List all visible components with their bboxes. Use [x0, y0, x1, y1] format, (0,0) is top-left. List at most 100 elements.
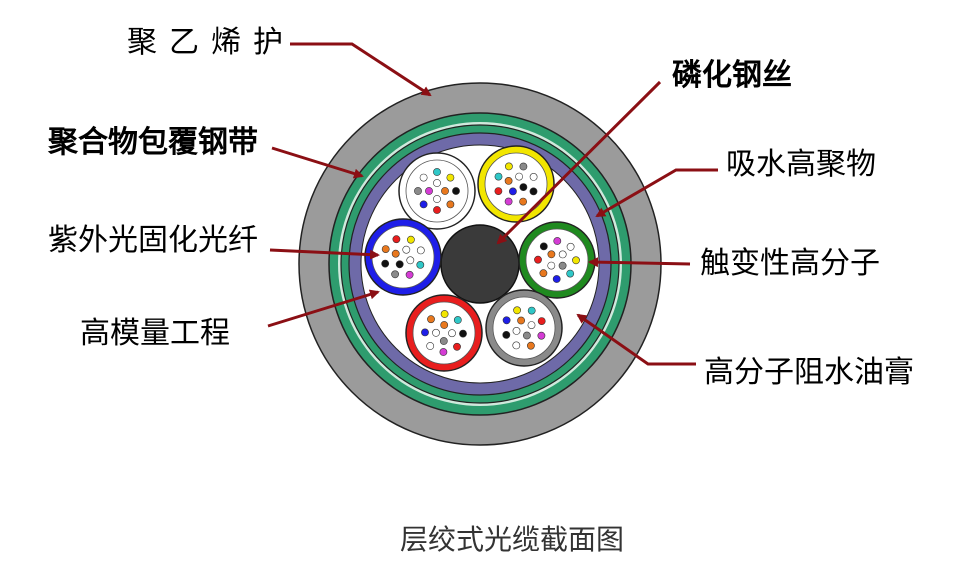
central-strength-member — [440, 224, 520, 304]
fiber-2 — [426, 342, 435, 350]
fiber-6 — [453, 316, 462, 324]
blue-tube-gel — [371, 225, 435, 289]
fiber-6 — [504, 162, 513, 171]
fiber-2 — [381, 259, 390, 268]
arrow-hm-tube — [267, 289, 380, 328]
fiber-8 — [529, 172, 538, 181]
fiber-4 — [534, 255, 542, 264]
fiber-9 — [523, 331, 531, 340]
fiber-12 — [433, 179, 441, 187]
fiber-1 — [566, 269, 575, 278]
fiber-6 — [553, 237, 562, 245]
fiber-12 — [515, 172, 523, 181]
fiber-8 — [572, 256, 580, 265]
gray-tube — [485, 289, 563, 367]
arrow-steel-tape — [271, 146, 364, 179]
fiber-10 — [391, 249, 400, 258]
arrow-phosphate-wire — [496, 80, 662, 245]
fiber-4 — [494, 187, 503, 195]
fiber-6 — [416, 246, 425, 255]
fiber-1 — [452, 187, 460, 195]
fiber-12 — [406, 256, 415, 265]
fiber-4 — [502, 316, 511, 325]
fiber-8 — [537, 331, 546, 340]
label-hm-tube: 高模量工程 — [80, 316, 230, 351]
arrow-pe-sheath — [290, 42, 432, 97]
fiber-6 — [419, 173, 428, 182]
fiber-10 — [512, 326, 521, 335]
fiber-11 — [547, 250, 556, 259]
arrow-uv-fiber — [269, 248, 380, 260]
fiber-12 — [558, 250, 567, 259]
fiber-8 — [453, 342, 461, 351]
label-steel-tape: 聚合物包覆钢带 — [48, 125, 258, 160]
fiber-2 — [519, 197, 527, 206]
red-tube — [405, 294, 483, 372]
label-pe-sheath: 聚乙烯护 — [127, 25, 295, 60]
fiber-7 — [459, 329, 467, 338]
fiber-4 — [392, 235, 401, 244]
yellow-tube — [477, 145, 555, 223]
white-tube — [398, 152, 476, 230]
fiber-12 — [527, 321, 536, 329]
fiber-9 — [395, 260, 404, 269]
fiber-10 — [433, 195, 441, 203]
fiber-5 — [494, 172, 503, 181]
yellow-tube-gel — [484, 152, 548, 216]
fiber-10 — [547, 261, 556, 270]
fiber-1 — [439, 348, 448, 356]
green-tube — [518, 221, 596, 299]
fiber-1 — [527, 341, 535, 350]
fiber-1 — [529, 187, 538, 196]
fiber-11 — [517, 316, 525, 325]
fiber-6 — [527, 306, 536, 315]
fiber-10 — [509, 187, 517, 196]
fiber-4 — [419, 200, 428, 209]
fiber-5 — [406, 235, 415, 244]
fiber-7 — [519, 162, 528, 171]
fiber-3 — [504, 197, 513, 206]
fiber-5 — [513, 306, 521, 315]
fiber-5 — [414, 187, 422, 195]
label-uv-fiber: 紫外光固化光纤 — [48, 223, 258, 258]
fiber-10 — [432, 328, 440, 337]
fiber-12 — [448, 329, 456, 338]
fiber-9 — [558, 261, 567, 270]
fiber-7 — [416, 260, 425, 269]
arrow-water-polymer — [595, 168, 718, 218]
arrow-thixotropic — [588, 257, 691, 268]
arrow-water-gel — [576, 313, 696, 366]
fiber-9 — [441, 187, 449, 195]
fiber-5 — [539, 242, 548, 251]
gray-tube-gel — [492, 296, 556, 360]
fiber-4 — [427, 315, 435, 324]
fiber-2 — [446, 200, 455, 209]
fiber-2 — [512, 341, 521, 350]
diagram-caption: 层绞式光缆截面图 — [400, 523, 625, 556]
label-water-polymer: 吸水高聚物 — [726, 147, 876, 182]
fiber-5 — [440, 310, 449, 318]
fiber-11 — [425, 187, 433, 195]
label-phosphate-wire: 磷化钢丝 — [672, 58, 792, 93]
fiber-7 — [566, 242, 575, 251]
fiber-8 — [405, 270, 414, 279]
fiber-11 — [504, 176, 513, 185]
blue-tube — [364, 218, 442, 296]
fiber-3 — [539, 269, 548, 278]
fiber-11 — [440, 321, 449, 329]
fiber-3 — [381, 245, 390, 253]
fiber-8 — [446, 173, 455, 182]
fiber-7 — [537, 317, 546, 325]
fiber-11 — [402, 245, 411, 254]
fiber-3 — [502, 330, 511, 339]
fiber-2 — [552, 275, 561, 283]
label-water-gel: 高分子阻水油膏 — [704, 355, 914, 390]
fiber-9 — [439, 337, 448, 345]
fiber-1 — [391, 270, 399, 279]
fiber-3 — [421, 328, 429, 337]
label-thixotropic: 触变性高分子 — [700, 246, 880, 281]
fiber-9 — [519, 183, 528, 191]
fiber-7 — [433, 168, 441, 176]
